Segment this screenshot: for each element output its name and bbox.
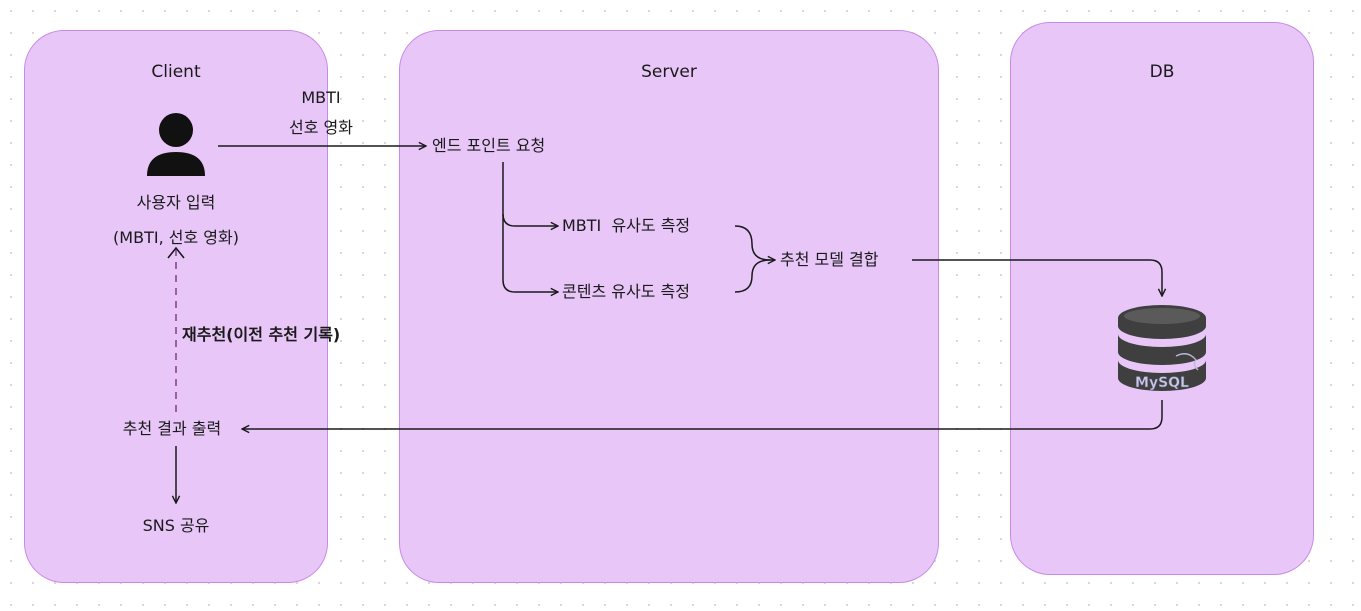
- mbti-similarity-node: MBTI 유사도 측정: [562, 216, 691, 235]
- user-input-label: 사용자 입력: [136, 193, 216, 212]
- content-similarity-node: 콘텐츠 유사도 측정: [562, 282, 690, 301]
- arrow-combine-to-db: [912, 259, 1162, 296]
- dolphin-icon: [1175, 353, 1199, 371]
- arrow-endpoint-to-content: [502, 214, 558, 292]
- user-input-detail: (MBTI, 선호 영화): [113, 228, 239, 247]
- database-icon: [1118, 305, 1206, 391]
- db-title: DB: [1149, 62, 1175, 82]
- server-title: Server: [641, 62, 697, 82]
- re-recommend-label: 재추천(이전 추천 기록): [182, 325, 341, 344]
- arrow-mbti-to-combine: [734, 225, 775, 260]
- result-output-label: 추천 결과 출력: [122, 419, 222, 438]
- client-title: Client: [151, 62, 201, 82]
- user-icon: [147, 113, 205, 176]
- model-combine-node: 추천 모델 결합: [780, 250, 879, 269]
- arrow-db-to-result: [242, 400, 1163, 429]
- mysql-logo: MySQL: [1135, 375, 1189, 391]
- server-panel: [399, 30, 939, 583]
- arrow-content-to-combine: [734, 259, 771, 293]
- endpoint-request-node: 엔드 포인트 요청: [432, 136, 546, 155]
- edge-label-mbti: MBTI: [301, 88, 341, 107]
- edge-label-preferred-movie: 선호 영화: [289, 118, 353, 137]
- db-panel: [1010, 22, 1314, 575]
- sns-share-label: SNS 공유: [142, 516, 210, 535]
- arrow-endpoint-to-mbti: [502, 162, 558, 226]
